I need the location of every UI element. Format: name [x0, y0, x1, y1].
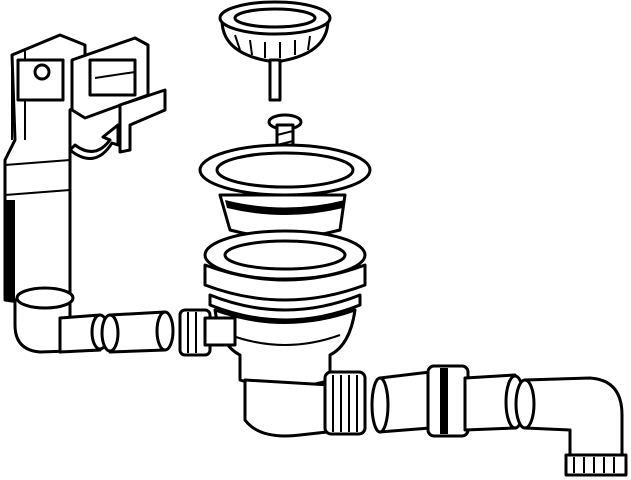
mounting-bracket	[118, 88, 167, 154]
compression-fitting	[370, 364, 470, 438]
outlet-elbow	[514, 376, 628, 477]
drain-body	[213, 308, 367, 438]
sink-flange	[198, 143, 372, 239]
gasket-rings	[203, 229, 367, 322]
overflow-hose-segment-2	[100, 310, 175, 354]
strainer-basket	[218, 0, 332, 102]
overflow-connector-nut	[178, 308, 237, 357]
overflow-cover-plate	[70, 36, 150, 120]
arrow-icon	[68, 123, 120, 160]
overflow-assembly	[3, 33, 87, 307]
